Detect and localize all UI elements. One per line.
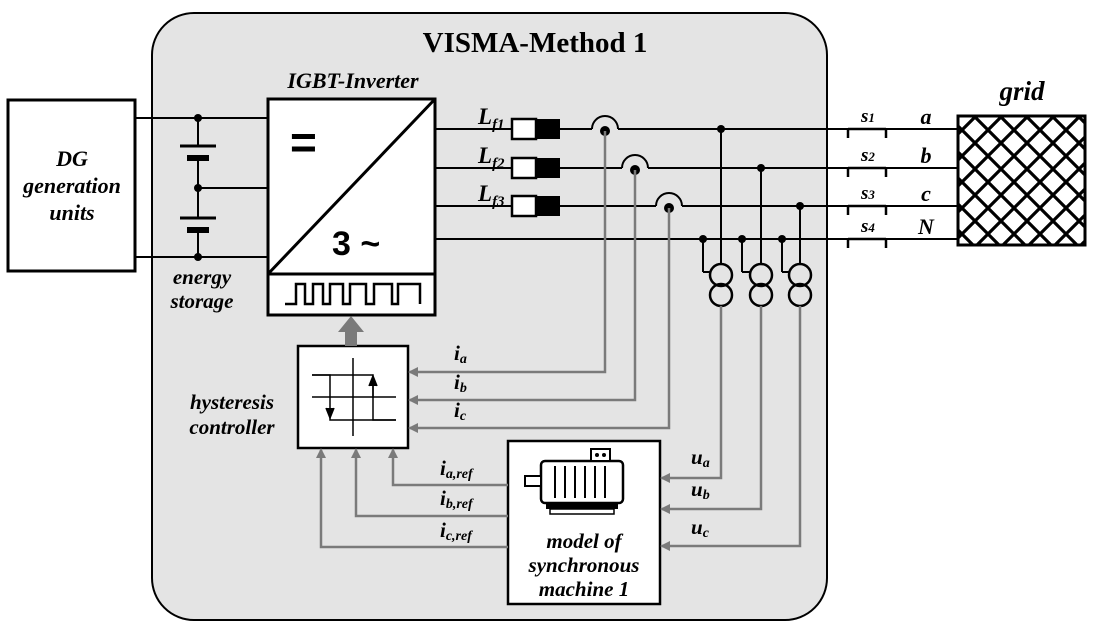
switch-to-grid-wires (886, 128, 958, 240)
reference-current-lines (316, 448, 508, 549)
current-label-a: ia (454, 341, 467, 367)
phase-label-n: N (917, 214, 935, 239)
voltage-feedback-lines (660, 306, 802, 551)
current-label-b: ib (454, 370, 467, 396)
pwm-box (266, 272, 437, 317)
voltage-label-b: ub (691, 477, 710, 503)
model-label-2: synchronous (528, 553, 640, 577)
dg-label-2: generation (22, 173, 121, 198)
dg-label-3: units (49, 200, 94, 225)
filter-inductor-2 (510, 156, 560, 180)
pwm-waveform-icon (285, 282, 422, 306)
grid-box (956, 114, 1087, 247)
phase-label-a: a (921, 104, 932, 129)
model-label-3: machine 1 (539, 577, 629, 601)
voltage-label-a: ua (691, 445, 710, 471)
switch-label-1: s1 (860, 106, 875, 127)
filter-inductor-1 (510, 117, 560, 141)
ref-current-label-c: ic,ref (440, 518, 473, 544)
motor-icon (524, 448, 625, 515)
hysteresis-label-2: controller (189, 415, 275, 439)
phase-label-c: c (921, 181, 931, 206)
inverter-label: IGBT-Inverter (286, 68, 419, 93)
diagram-title: VISMA-Method 1 (423, 27, 648, 59)
model-label-1: model of (546, 529, 623, 553)
switch-label-4: s4 (860, 216, 875, 237)
filter-label-1: Lf1 (477, 104, 505, 133)
grid-label: grid (998, 76, 1045, 106)
inverter-diagonal (266, 97, 437, 276)
battery-icon (180, 144, 216, 233)
switch-label-3: s3 (860, 183, 875, 204)
dg-label-1: DG (55, 146, 88, 171)
current-feedback-lines (408, 131, 671, 433)
current-label-c: ic (454, 398, 467, 424)
grid-switches (846, 127, 888, 248)
filter-label-2: Lf2 (477, 143, 505, 172)
gate-signal-arrow (338, 316, 364, 346)
ref-current-label-b: ib,ref (440, 486, 474, 512)
switch-label-2: s2 (860, 145, 875, 166)
hysteresis-label-1: hysteresis (190, 390, 274, 414)
ac-symbol: 3 ~ (332, 225, 380, 263)
ref-current-label-a: ia,ref (440, 456, 474, 482)
dc-junction-dots (194, 114, 202, 261)
phase-label-b: b (921, 143, 932, 168)
filter-inductor-3 (510, 194, 560, 218)
dg-units-box (6, 98, 137, 273)
hysteresis-loop-icon (312, 358, 396, 436)
filter-label-3: Lf3 (477, 181, 505, 210)
storage-label-1: energy (173, 265, 232, 289)
voltage-label-c: uc (691, 515, 710, 541)
storage-label-2: storage (170, 289, 234, 313)
dc-symbol: = (290, 116, 317, 168)
